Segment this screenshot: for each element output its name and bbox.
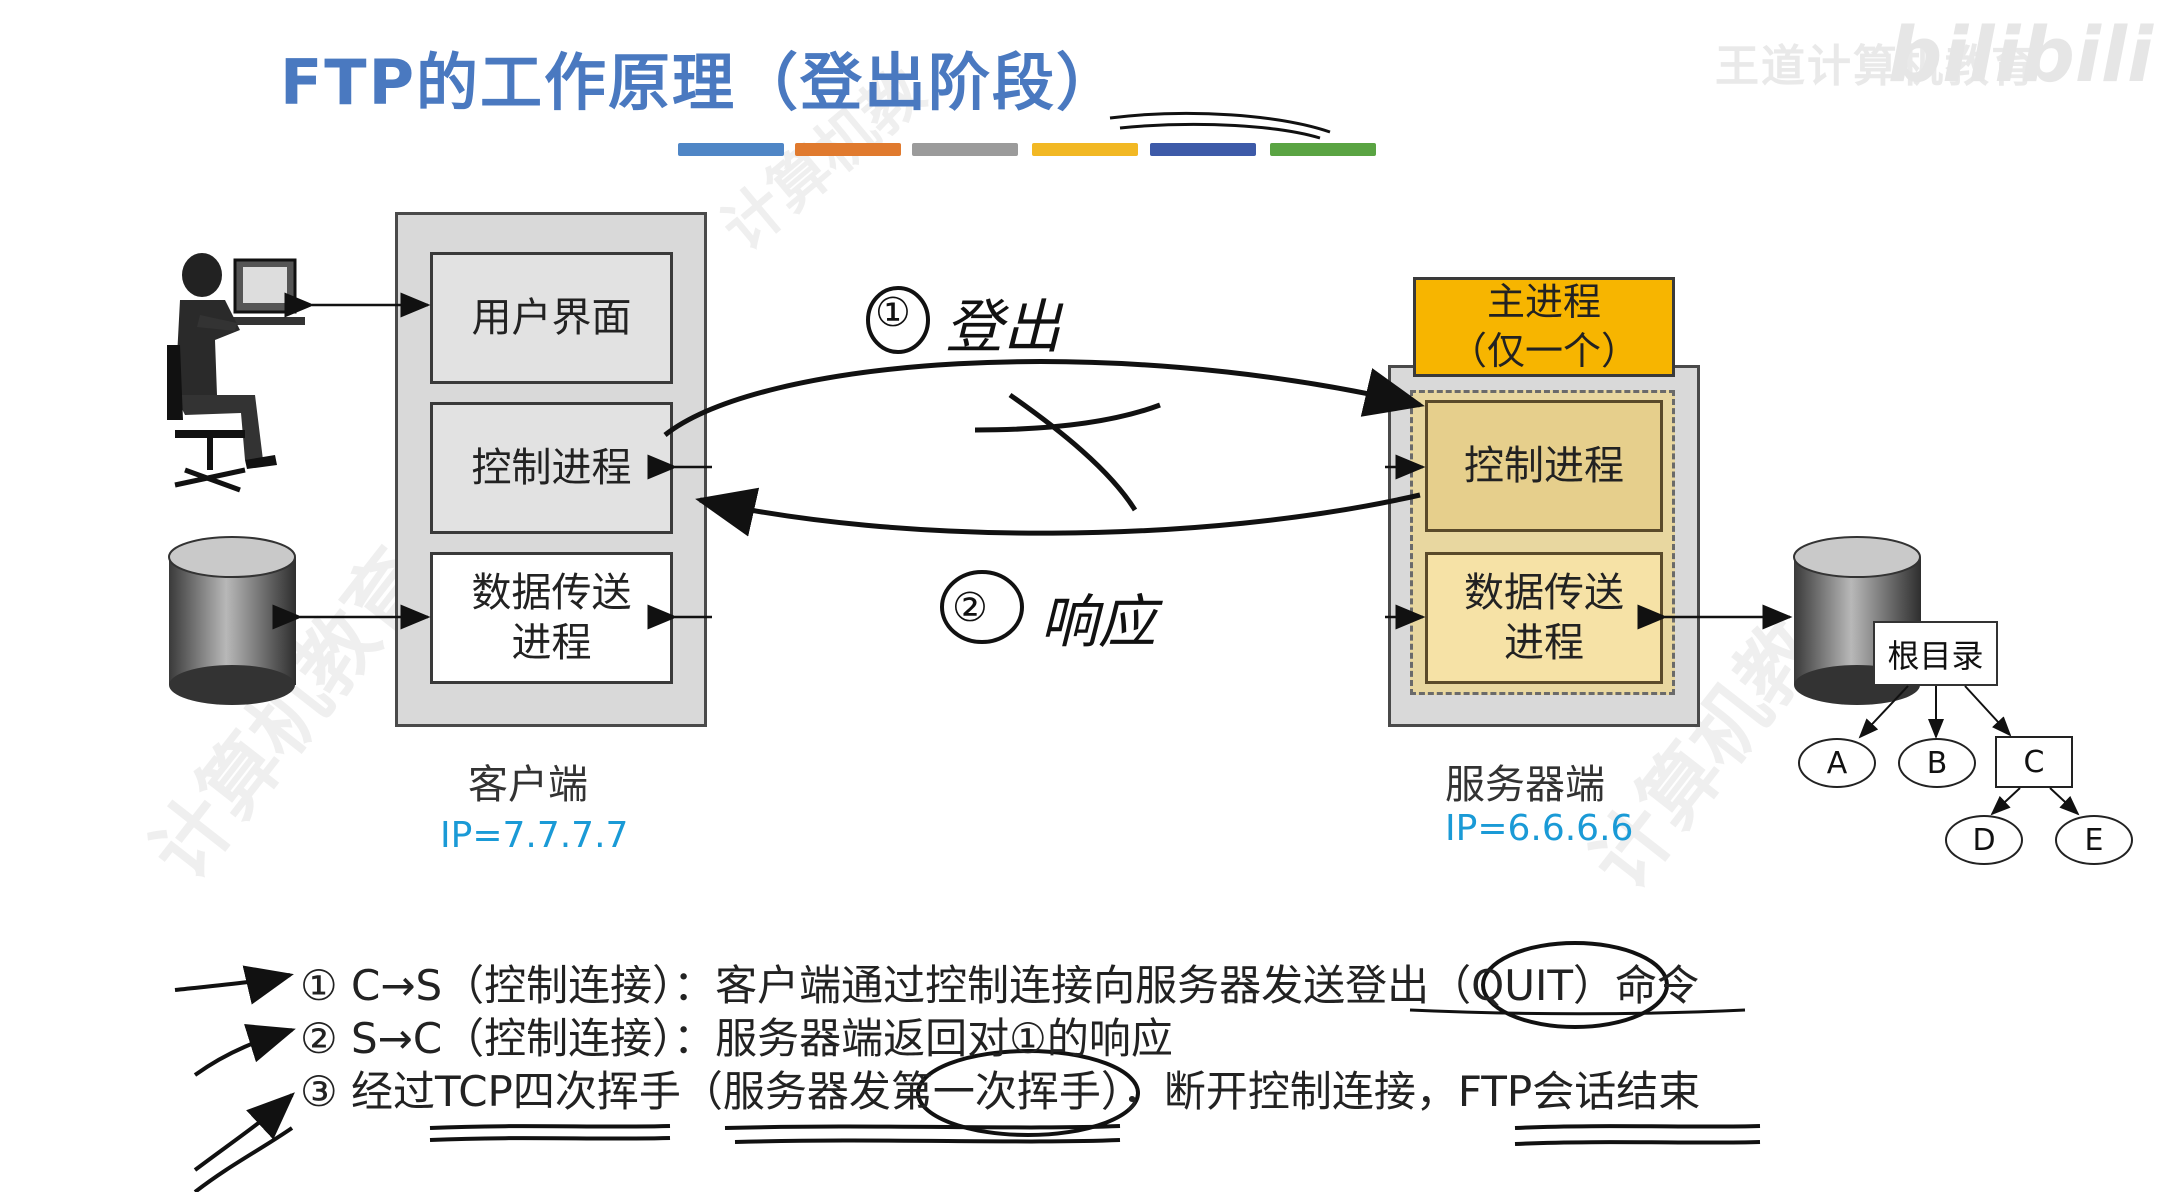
hand-circle-2: [940, 570, 1024, 644]
accent-bar-3: [912, 143, 1018, 156]
cross-stroke-2: [1008, 392, 1138, 512]
logout-loop-top: [663, 359, 1425, 437]
tree-node-e-label: E: [2084, 822, 2104, 858]
logout-loop-bottom: [695, 487, 1421, 537]
watermark-bilibili: bilibili: [1887, 10, 2153, 99]
page-title: FTP的工作原理（登出阶段）: [279, 46, 1121, 119]
step-1-text: ① C→S（控制连接）：客户端通过控制连接向服务器发送登出（QUIT）命令: [300, 961, 1700, 1010]
tree-node-e: E: [2055, 815, 2133, 865]
title-underline-stroke: [1109, 111, 1331, 134]
step2-pointer: [193, 1024, 296, 1077]
tree-node-b-label: B: [1926, 745, 1948, 781]
tree-edge-c-d: [1990, 787, 2021, 816]
client-control-label: 控制进程: [471, 445, 632, 491]
tree-node-d-label: D: [1972, 822, 1996, 858]
tree-node-c-label: C: [2023, 744, 2045, 780]
server-data-label-1: 数据传送: [1464, 570, 1624, 616]
server-main-process-box: 主进程 （仅一个）: [1413, 277, 1675, 377]
server-control-label: 控制进程: [1464, 443, 1624, 489]
step3-pointer: [193, 1092, 295, 1172]
tree-node-d: D: [1945, 815, 2023, 865]
root-directory-label: 根目录: [1887, 636, 1984, 675]
quit-circle: [1481, 941, 1669, 1029]
server-data-process-box: 数据传送 进程: [1425, 552, 1663, 684]
quit-underline: [1409, 1008, 1746, 1016]
watermark-brand: 王道计算机教育: [1715, 41, 2037, 92]
client-data-label-2: 进程: [511, 620, 592, 666]
server-label: 服务器端: [1445, 762, 1605, 808]
client-ui-box: 用户界面: [430, 252, 673, 384]
client-database-icon: [168, 536, 296, 705]
first-wave-circle: [916, 1049, 1140, 1137]
client-ui-label: 用户界面: [471, 295, 632, 341]
hand-step1-text: 登出: [945, 293, 1062, 361]
tree-edge-c-e: [2049, 787, 2080, 816]
step4-pointer: [193, 1126, 294, 1192]
server-control-process-box: 控制进程: [1425, 400, 1663, 532]
step-2-text: ② S→C（控制连接）：服务器端返回对①的响应: [300, 1014, 1173, 1063]
step1-pointer: [174, 965, 294, 1005]
server-wave-underline: [724, 1124, 1121, 1130]
cross-stroke-1: [974, 402, 1161, 433]
tree-node-c: C: [1995, 736, 2073, 788]
server-data-label-2: 进程: [1504, 620, 1584, 666]
accent-bar-4: [1032, 143, 1138, 156]
step-3-text: ③ 经过TCP四次挥手（服务器发第一次挥手），断开控制连接，FTP会话结束: [300, 1067, 1701, 1116]
tree-edge-root-a: [1858, 685, 1909, 739]
ftp-end-underline: [1514, 1124, 1761, 1130]
accent-bar-6: [1270, 143, 1376, 156]
tree-node-b: B: [1898, 738, 1976, 788]
title-underline-stroke-2: [1119, 122, 1321, 140]
client-control-process-box: 控制进程: [430, 402, 673, 534]
server-ip: IP=6.6.6.6: [1445, 808, 1634, 849]
client-label: 客户端: [468, 762, 588, 808]
tree-edge-root-c: [1964, 685, 2012, 737]
hand-circle-1: [866, 286, 930, 354]
accent-bar-2: [795, 143, 901, 156]
root-directory-box: 根目录: [1873, 621, 1998, 686]
tree-node-a-label: A: [1826, 745, 1848, 781]
tcp-underline-2: [429, 1136, 671, 1142]
accent-bar-5: [1150, 143, 1256, 156]
tcp-underline: [429, 1124, 671, 1130]
server-main-label-2: （仅一个）: [1448, 329, 1639, 373]
tree-node-a: A: [1798, 738, 1876, 788]
server-wave-underline-2: [734, 1138, 1121, 1144]
client-ip: IP=7.7.7.7: [440, 815, 629, 856]
client-data-label-1: 数据传送: [471, 570, 632, 616]
accent-bar-1: [678, 143, 784, 156]
hand-step1-num: ①: [875, 290, 911, 336]
hand-step2-num: ②: [952, 585, 988, 631]
ftp-end-underline-2: [1514, 1140, 1761, 1146]
client-data-process-box: 数据传送 进程: [430, 552, 673, 684]
server-main-label-1: 主进程: [1486, 279, 1601, 324]
hand-step2-text: 响应: [1040, 588, 1157, 656]
